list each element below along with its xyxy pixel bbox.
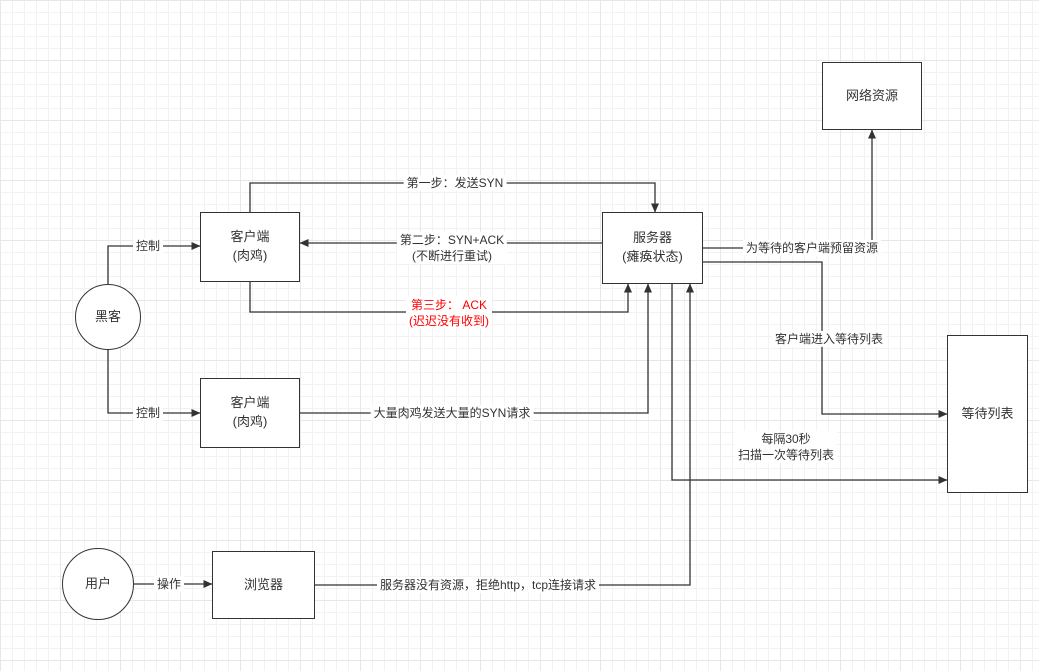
node-client-top-sublabel: (肉鸡) xyxy=(232,248,268,263)
label-step1: 第一步：发送SYN xyxy=(403,174,507,192)
label-control-bottom: 控制 xyxy=(132,404,164,422)
node-server-sublabel: (瘫痪状态) xyxy=(622,249,683,264)
label-step3: 第三步： ACK (迟迟没有收到) xyxy=(406,296,492,330)
node-network-resource: 网络资源 xyxy=(822,62,922,130)
node-browser-label: 浏览器 xyxy=(243,576,283,592)
node-hacker-label: 黑客 xyxy=(94,308,121,324)
label-enter-waitlist: 客户端进入等待列表 xyxy=(771,330,887,348)
node-user-label: 用户 xyxy=(84,575,111,591)
node-server-label: 服务器 xyxy=(632,230,672,246)
label-control-top: 控制 xyxy=(132,237,164,255)
node-client-bottom-sublabel: (肉鸡) xyxy=(232,414,268,429)
edge-control-bottom xyxy=(107,350,201,417)
edge-reserve-resource xyxy=(703,129,876,249)
label-step3-line2: (迟迟没有收到) xyxy=(409,314,489,328)
label-scan-line1: 每隔30秒 xyxy=(761,431,811,446)
label-operate: 操作 xyxy=(153,575,185,593)
node-user: 用户 xyxy=(62,548,134,620)
label-scan: 每隔30秒 扫描一次等待列表 xyxy=(734,430,838,464)
node-client-bottom: 客户端 (肉鸡) xyxy=(200,378,300,448)
node-wait-list: 等待列表 xyxy=(947,335,1028,493)
label-step2: 第二步：SYN+ACK (不断进行重试) xyxy=(396,231,508,265)
node-hacker: 黑客 xyxy=(75,284,141,350)
node-server: 服务器 (瘫痪状态) xyxy=(602,212,703,284)
node-network-resource-label: 网络资源 xyxy=(845,87,898,103)
label-step2-line2: (不断进行重试) xyxy=(411,249,492,263)
label-reserve: 为等待的客户端预留资源 xyxy=(742,239,882,257)
edge-refuse-request xyxy=(315,283,694,586)
node-client-top: 客户端 (肉鸡) xyxy=(200,212,300,282)
node-browser: 浏览器 xyxy=(212,551,315,619)
label-refuse: 服务器没有资源，拒绝http，tcp连接请求 xyxy=(376,576,600,594)
label-step3-line1: 第三步： ACK xyxy=(410,297,487,312)
node-client-top-label: 客户端 xyxy=(230,229,270,245)
node-client-bottom-label: 客户端 xyxy=(230,395,270,411)
node-wait-list-label: 等待列表 xyxy=(961,405,1014,421)
label-scan-line2: 扫描一次等待列表 xyxy=(737,448,835,462)
label-bulk-syn: 大量肉鸡发送大量的SYN请求 xyxy=(370,404,534,422)
label-step2-line1: 第二步：SYN+ACK xyxy=(399,232,505,247)
